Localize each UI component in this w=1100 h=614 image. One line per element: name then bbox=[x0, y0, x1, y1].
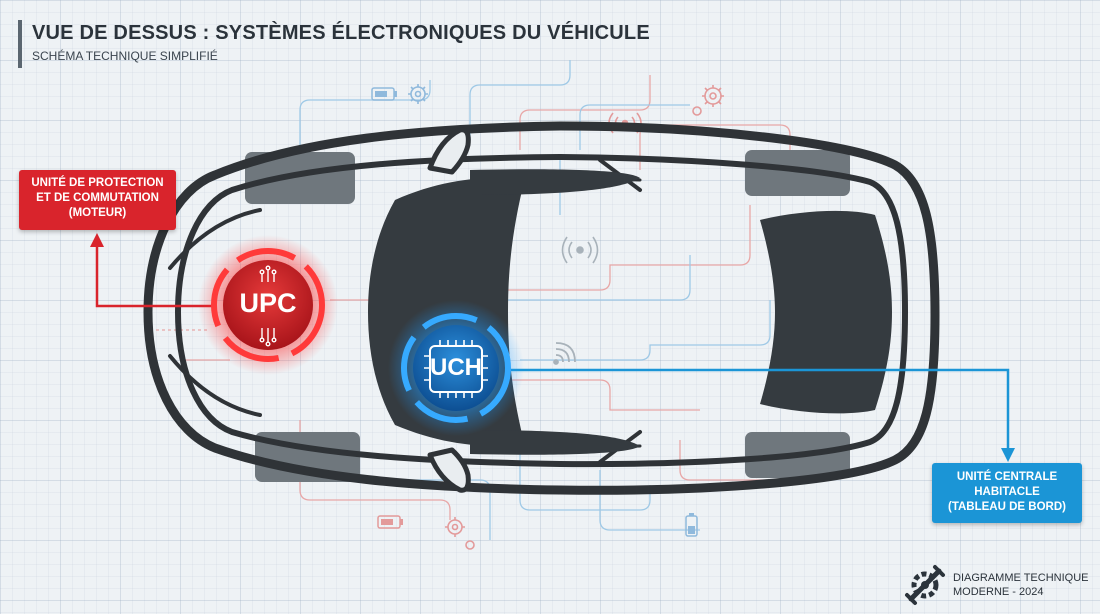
rear-window bbox=[760, 210, 892, 414]
footer-text: DIAGRAMME TECHNIQUE MODERNE - 2024 bbox=[953, 571, 1100, 599]
uch-badge-label: UCH bbox=[430, 354, 482, 381]
upc-callout-line: ET DE COMMUTATION bbox=[36, 192, 159, 204]
upc-connector bbox=[90, 233, 215, 308]
gear-icon bbox=[445, 517, 475, 550]
uch-callout: UNITÉ CENTRALE HABITACLE (TABLEAU DE BOR… bbox=[932, 463, 1082, 523]
upc-badge-label: UPC bbox=[239, 288, 297, 318]
gear-icon bbox=[692, 85, 724, 116]
chip-icon bbox=[259, 265, 277, 347]
roof-glass-bottom bbox=[470, 430, 640, 455]
upc-callout-line: UNITÉ DE PROTECTION bbox=[31, 177, 164, 189]
page-title: VUE DE DESSUS : SYSTÈMES ÉLECTRONIQUES D… bbox=[32, 22, 650, 44]
side-mirrors bbox=[427, 127, 471, 493]
mirror-left bbox=[427, 127, 471, 175]
uch-callout-line: (TABLEAU DE BORD) bbox=[948, 501, 1066, 513]
antenna-icon bbox=[561, 236, 599, 264]
roof-glass-top bbox=[470, 169, 640, 195]
wifi-signal-icon bbox=[553, 342, 576, 365]
header: VUE DE DESSUS : SYSTÈMES ÉLECTRONIQUES D… bbox=[18, 20, 650, 68]
battery-icon bbox=[377, 515, 403, 529]
battery-icon bbox=[685, 513, 698, 537]
wheel-front-left bbox=[245, 152, 355, 204]
uch-connector bbox=[510, 368, 1015, 462]
upc-module-badge[interactable] bbox=[198, 235, 338, 375]
uch-callout-line: UNITÉ CENTRALE bbox=[956, 471, 1058, 483]
uch-module-badge[interactable] bbox=[388, 300, 524, 436]
page-subtitle: SCHÉMA TECHNIQUE SIMPLIFIÉ bbox=[32, 49, 218, 63]
uch-callout-line: HABITACLE bbox=[974, 486, 1040, 498]
upc-callout: UNITÉ DE PROTECTION ET DE COMMUTATION (M… bbox=[19, 170, 176, 230]
mirror-right bbox=[427, 447, 471, 493]
upc-callout-line: (MOTEUR) bbox=[68, 207, 127, 219]
gear-wrench-icon bbox=[905, 565, 945, 605]
footer-line-1: DIAGRAMME TECHNIQUE bbox=[953, 572, 1089, 584]
gear-icon bbox=[408, 84, 428, 104]
battery-icon bbox=[371, 87, 397, 101]
chip-pins bbox=[424, 340, 488, 398]
footer-line-2: MODERNE - 2024 bbox=[953, 586, 1044, 598]
wheel-rear-left bbox=[745, 150, 850, 196]
